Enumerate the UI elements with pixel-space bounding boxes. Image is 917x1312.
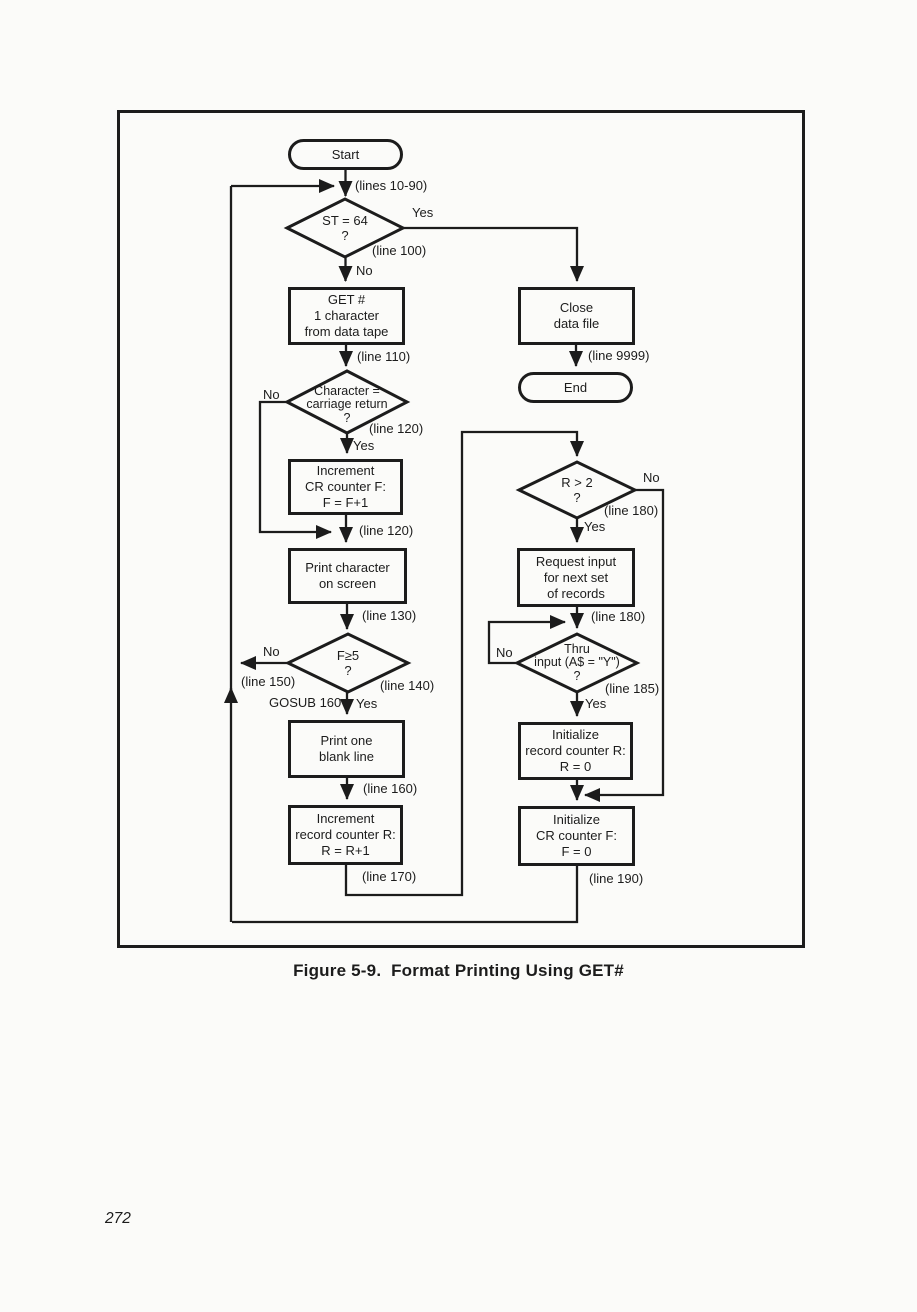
decision-f5-shape xyxy=(284,632,412,694)
node-get-line3: from data tape xyxy=(304,324,389,339)
node-end-label: End xyxy=(563,379,588,395)
decision-thru-line2: input (A$ = "Y") xyxy=(534,655,620,670)
decision-character-shape xyxy=(283,369,411,435)
node-request-input: Request input for next set of records xyxy=(517,548,635,607)
node-initf-line1: Initialize xyxy=(553,812,600,827)
label-line-120a: (line 120) xyxy=(369,421,424,436)
label-line-185: (line 185) xyxy=(605,681,660,696)
decision-thru-shape xyxy=(513,632,641,694)
label-line-180b: (line 180) xyxy=(591,609,646,624)
decision-thru-line1: Thru xyxy=(564,641,590,656)
page-number: 272 xyxy=(105,1210,131,1227)
node-get-line2: 1 character xyxy=(313,308,380,323)
node-request-line2: for next set xyxy=(543,569,609,585)
label-f5-no: No xyxy=(263,644,280,659)
label-line-120b: (line 120) xyxy=(359,523,414,538)
edge-r2-no-loop xyxy=(584,488,665,802)
node-blank-line2: blank line xyxy=(319,749,374,764)
node-incr-line3: R = R+1 xyxy=(321,843,370,858)
node-start-label: Start xyxy=(331,146,360,162)
node-blank-line1: Print one xyxy=(320,733,373,748)
label-line-180a: (line 180) xyxy=(604,503,659,518)
node-request-line1: Request input xyxy=(535,553,617,569)
edge-incr-to-r2 xyxy=(344,430,584,897)
label-char-yes: Yes xyxy=(353,438,375,453)
node-increment-record-counter: Increment record counter R: R = R+1 xyxy=(288,805,403,865)
flowchart-border xyxy=(117,110,805,948)
node-request-line3: of records xyxy=(547,585,605,601)
node-get-character: GET # 1 character from data tape xyxy=(288,287,405,345)
label-line-140: (line 140) xyxy=(380,678,435,693)
node-incr-line1: Increment xyxy=(316,811,375,826)
node-inccr-line3: F = F+1 xyxy=(322,495,369,510)
label-gosub-160: GOSUB 160 xyxy=(269,695,342,710)
node-inccr-line2: CR counter F: xyxy=(305,479,386,494)
node-increment-cr-counter: Increment CR counter F: F = F+1 xyxy=(288,459,403,515)
label-line-170: (line 170) xyxy=(362,869,417,884)
decision-char-line2: carriage return xyxy=(306,397,388,412)
node-print-character: Print character on screen xyxy=(288,548,407,604)
node-close-data-file: Close data file xyxy=(518,287,635,345)
label-line-190: (line 190) xyxy=(589,871,644,886)
figure-caption: Figure 5-9. Format Printing Using GET# xyxy=(293,961,624,980)
node-initialize-cr-counter: Initialize CR counter F: F = 0 xyxy=(518,806,635,866)
decision-f5: F≥5 ? xyxy=(298,648,398,678)
node-incr-line2: record counter R: xyxy=(295,827,396,842)
decision-st64-line1: ST = 64 xyxy=(322,213,368,228)
edges xyxy=(224,170,665,924)
node-initialize-record-counter: Initialize record counter R: R = 0 xyxy=(518,722,633,780)
label-f5-yes: Yes xyxy=(356,696,378,711)
label-line-110: (line 110) xyxy=(357,349,411,364)
decision-r2: R > 2 ? xyxy=(527,475,627,505)
label-char-no: No xyxy=(263,387,280,402)
decision-r2-shape xyxy=(515,460,639,520)
decision-f5-line1: F≥5 xyxy=(336,648,360,663)
label-r2-no: No xyxy=(643,470,660,485)
node-initr-line3: R = 0 xyxy=(559,759,592,774)
edge-char-no-loop xyxy=(258,400,332,539)
label-line-9999: (line 9999) xyxy=(588,348,650,363)
decision-r2-line1: R > 2 xyxy=(561,475,593,490)
node-end: End xyxy=(518,372,633,403)
node-inccr-line1: Increment xyxy=(316,463,375,478)
edge-st64-yes xyxy=(403,226,584,282)
label-line-100: (line 100) xyxy=(372,243,427,258)
decision-f5-line2: ? xyxy=(344,663,352,678)
decision-char-line1: Character = xyxy=(314,383,380,398)
node-initf-line3: F = 0 xyxy=(561,844,592,859)
node-initr-line1: Initialize xyxy=(552,727,599,742)
node-printchar-line1: Print character xyxy=(305,560,390,575)
label-st64-yes: Yes xyxy=(412,205,434,220)
node-get-line1: GET # xyxy=(327,292,366,307)
node-close-line2: data file xyxy=(553,316,600,331)
label-line-130: (line 130) xyxy=(362,608,417,623)
node-close-line1: Close xyxy=(559,300,594,315)
label-line-160: (line 160) xyxy=(363,781,418,796)
node-initf-line2: CR counter F: xyxy=(536,828,617,843)
node-printchar-line2: on screen xyxy=(318,576,377,591)
edge-initf-bottom-loop xyxy=(232,866,579,924)
label-thru-yes: Yes xyxy=(585,696,607,711)
node-initr-line2: record counter R: xyxy=(525,743,626,758)
decision-shapes xyxy=(283,197,641,694)
label-thru-no: No xyxy=(496,645,513,660)
decision-st64: ST = 64 ? xyxy=(295,213,395,243)
edge-thru-no-loop xyxy=(487,615,566,665)
node-print-blank-line: Print one blank line xyxy=(288,720,405,778)
label-line-150: (line 150) xyxy=(241,674,296,689)
decision-r2-line2: ? xyxy=(573,490,581,505)
decision-st64-shape xyxy=(283,197,407,259)
label-st64-no: No xyxy=(356,263,373,278)
decision-thru-line3: ? xyxy=(573,668,581,683)
decision-char-line3: ? xyxy=(343,410,351,425)
decision-character: Character = carriage return ? xyxy=(287,384,407,426)
decision-thru: Thru input (A$ = "Y") ? xyxy=(517,642,637,684)
label-r2-yes: Yes xyxy=(584,519,606,534)
decision-st64-line2: ? xyxy=(341,228,349,243)
label-lines-10-90: (lines 10-90) xyxy=(355,178,428,193)
node-start: Start xyxy=(288,139,403,170)
